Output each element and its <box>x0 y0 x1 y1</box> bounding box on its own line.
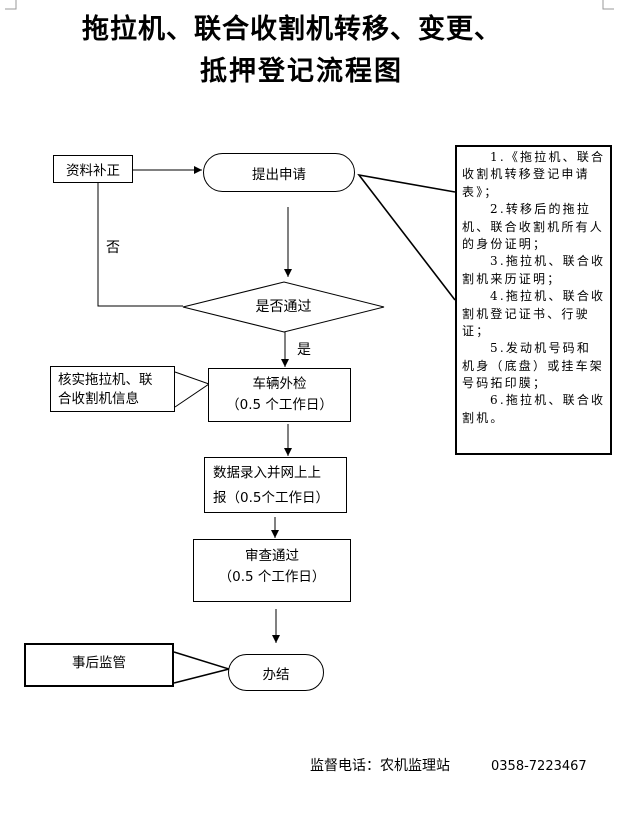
requirement-line: 的身份证明； <box>462 236 548 251</box>
requirement-line: 5.发动机号码和 <box>490 341 592 356</box>
supplement-docs-label: 资料补正 <box>66 163 120 179</box>
supervision-callout-pointer <box>173 651 232 684</box>
review-approved-title: 审查通过 <box>245 548 299 564</box>
data-entry-line: 报（0.5个工作日） <box>213 490 329 506</box>
requirement-line: 割机登记证书、行驶 <box>462 306 590 321</box>
rejection-loop-line <box>97 183 183 307</box>
post-supervision-label: 事后监管 <box>72 655 126 671</box>
vehicle-inspection-duration: （0.5 个工作日） <box>226 397 333 413</box>
verify-info-note: 核实拖拉机、联 合收割机信息 <box>50 366 175 412</box>
requirement-line: 1.《拖拉机、联合 <box>490 150 606 164</box>
review-approved-box: 审查通过 （0.5 个工作日） <box>193 539 351 602</box>
required-documents-box <box>455 145 612 455</box>
completion-label: 办结 <box>262 666 290 683</box>
requirement-line: 收割机转移登记申请 <box>462 167 590 182</box>
required-documents-list: 1.《拖拉机、联合 收割机转移登记申请 表》； 2.转移后的拖拉 机、联合收割机… <box>462 149 610 427</box>
yes-branch-label: 是 <box>297 342 311 358</box>
requirement-line: 机、联合收割机所有人 <box>462 219 605 234</box>
review-approved-duration: （0.5 个工作日） <box>218 569 326 585</box>
verify-info-line: 合收割机信息 <box>58 391 139 407</box>
decision-diamond <box>182 281 385 333</box>
supervision-hotline-label: 监督电话：农机监理站 <box>310 758 450 774</box>
page-title-line-2: 抵押登记流程图 <box>200 56 403 87</box>
vehicle-inspection-title: 车辆外检 <box>252 376 307 392</box>
supplement-docs-box: 资料补正 <box>53 155 133 183</box>
crop-mark-top-right <box>602 0 614 10</box>
submit-application-node: 提出申请 <box>203 153 355 192</box>
crop-mark-top-left <box>5 0 17 10</box>
data-entry-line: 数据录入并网上上 <box>213 465 321 481</box>
verify-info-line: 核实拖拉机、联 <box>58 372 153 388</box>
no-branch-label: 否 <box>106 240 120 256</box>
requirement-line: 号码拓印膜； <box>462 376 548 391</box>
requirement-line: 机身（底盘）或挂车架 <box>462 358 605 373</box>
requirement-line: 表》； <box>462 184 499 199</box>
requirement-line: 3.拖拉机、联合收 <box>490 254 606 269</box>
requirement-line: 割机来历证明； <box>462 271 562 286</box>
requirements-callout-pointer <box>357 173 456 301</box>
vehicle-inspection-box: 车辆外检 （0.5 个工作日） <box>208 368 351 422</box>
submit-application-label: 提出申请 <box>252 166 306 183</box>
supervision-hotline-number: 0358-7223467 <box>491 759 587 774</box>
requirement-line: 2.转移后的拖拉 <box>490 202 592 217</box>
requirement-line: 6.拖拉机、联合收 <box>490 393 606 408</box>
data-entry-box: 数据录入并网上上 报（0.5个工作日） <box>204 457 347 513</box>
requirement-line: 4.拖拉机、联合收 <box>490 289 606 304</box>
completion-node: 办结 <box>228 654 324 691</box>
verify-callout-pointer <box>174 371 211 408</box>
post-supervision-box: 事后监管 <box>24 643 174 687</box>
requirement-line: 证； <box>462 323 491 338</box>
page-title-line-1: 拖拉机、联合收割机转移、变更、 <box>82 14 502 45</box>
decision-label: 是否通过 <box>255 299 312 315</box>
requirement-line: 割机。 <box>462 410 505 425</box>
